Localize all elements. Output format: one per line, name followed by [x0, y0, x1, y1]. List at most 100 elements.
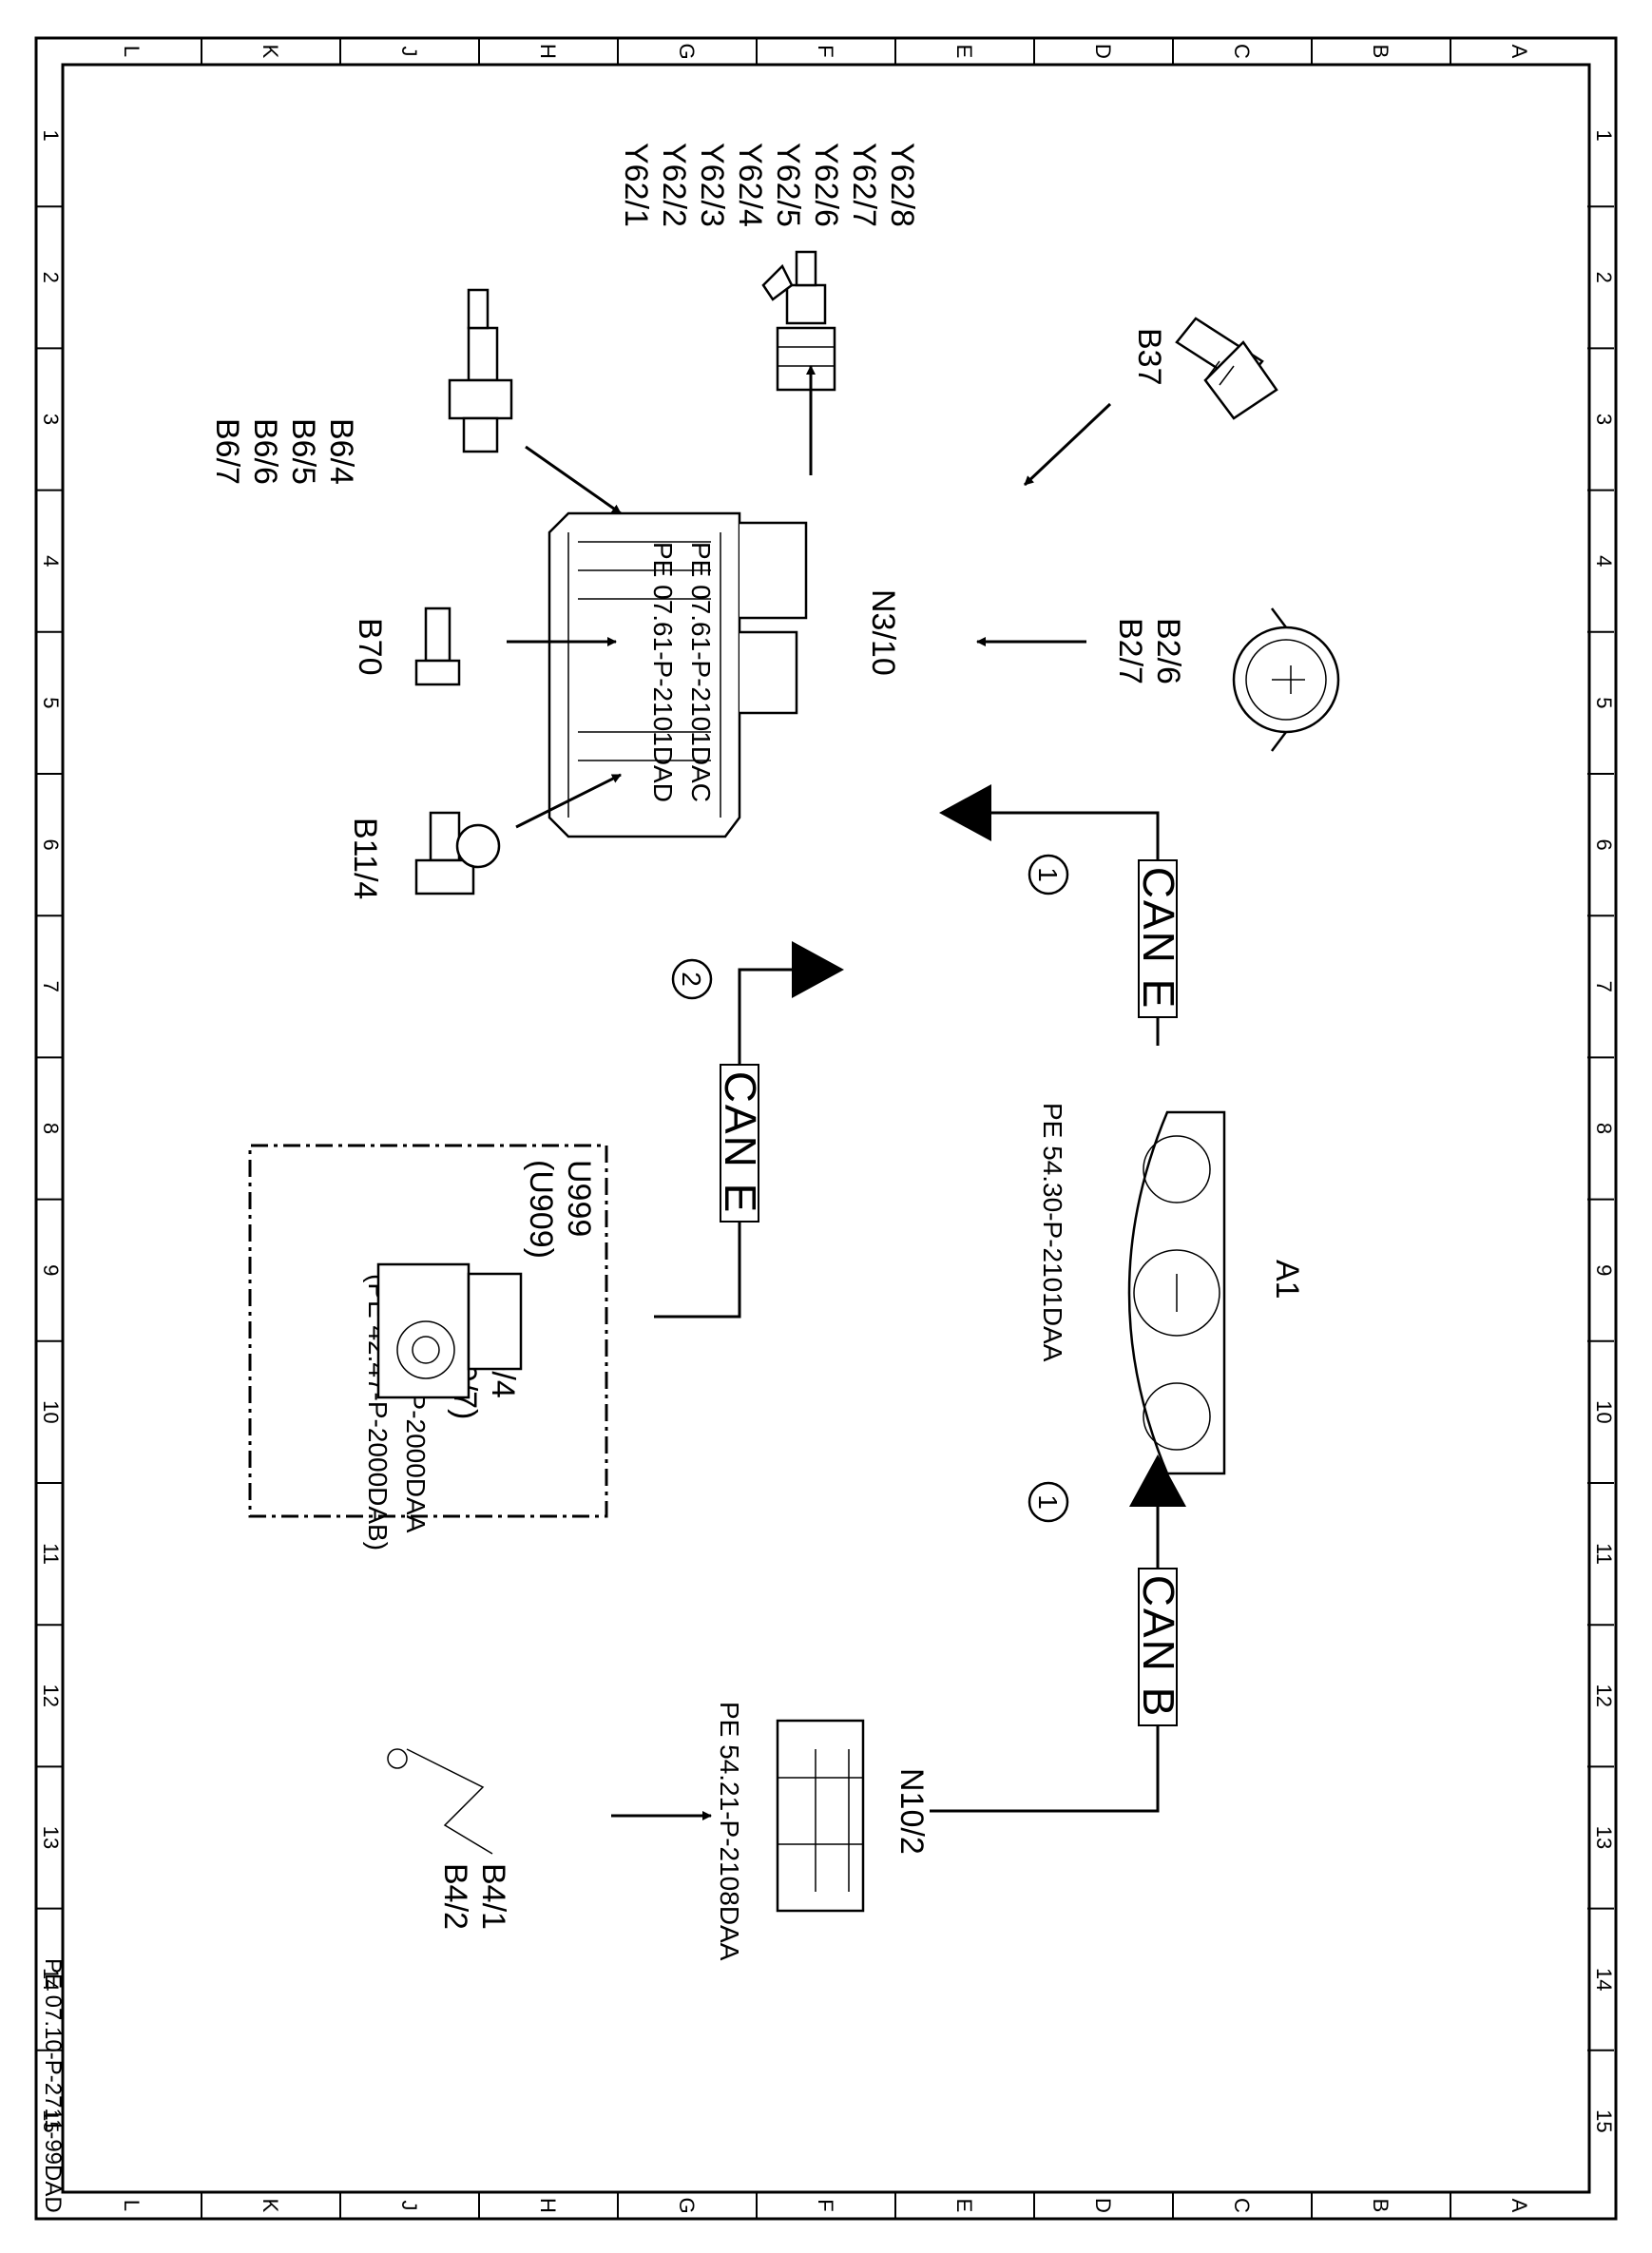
can-e-label-1: CAN E	[1134, 867, 1183, 1011]
can-e-line-a1	[987, 811, 1160, 1046]
esp-unit-icon	[376, 1262, 523, 1399]
grid-row-label: 9	[1592, 1264, 1616, 1276]
injector-code: Y62/2	[656, 143, 692, 227]
grid-column-label: K	[259, 2199, 282, 2213]
injector-code: Y62/5	[770, 143, 806, 227]
marker-circle-1	[1028, 854, 1069, 895]
grid-row-label: 7	[39, 981, 63, 992]
grid-column-label: G	[675, 2197, 699, 2213]
grid-column-label: H	[536, 2198, 560, 2213]
can-b-label: CAN B	[1134, 1575, 1183, 1719]
injector-code: Y62/3	[694, 143, 730, 227]
grid-column-label: E	[952, 2199, 976, 2213]
grid-column-label: B	[1369, 45, 1393, 59]
grid-row-label: 4	[1592, 555, 1616, 567]
injector-code: Y62/7	[846, 143, 882, 227]
grid-row-label: 5	[1592, 697, 1616, 708]
can-b-arrowhead	[1129, 1454, 1186, 1507]
esp-code: U999	[561, 1160, 597, 1237]
outer-frame	[34, 36, 1618, 2221]
grid-row-label: 12	[39, 1685, 63, 1707]
grid-row-label: 11	[1592, 1543, 1616, 1565]
grid-row-label: 3	[1592, 414, 1616, 425]
grid-row-label: 7	[1592, 981, 1616, 992]
grid-row-label: 11	[39, 1543, 63, 1565]
grid-column-label: C	[1230, 2198, 1254, 2213]
ecu-ref-line-1: PE 07.61-P-2101DAC	[686, 542, 716, 802]
grid-column-label: F	[814, 2199, 837, 2211]
instrument-cluster-icon	[1127, 1110, 1226, 1475]
grid-row-label: 8	[39, 1123, 63, 1134]
grid-row-label: 14	[1592, 1968, 1616, 1991]
cluster-code: A1	[1269, 1260, 1305, 1300]
injector-code: Y62/4	[732, 143, 768, 227]
fuel-level-sensor-icon	[387, 1748, 493, 1855]
marker-3: 1	[1033, 1494, 1063, 1510]
grid-column-label: D	[1091, 44, 1115, 59]
grid-row-label: 15	[1592, 2109, 1616, 2132]
camshaft-code: B6/4	[323, 418, 359, 485]
can-e-label-2: CAN E	[716, 1071, 765, 1215]
grid-row-label: 9	[39, 1264, 63, 1276]
ecu-code: N3/10	[865, 589, 901, 676]
can-b-line	[930, 1502, 1160, 1813]
coolant-sensor-icon	[414, 811, 501, 895]
arrow-from-coolant	[515, 773, 622, 829]
grid-column-label: A	[1508, 2199, 1531, 2213]
document-number: PE 07.10-P-2711-99DAD	[40, 1958, 66, 2213]
sam-ref: PE 54.21-P-2108DAA	[715, 1702, 744, 1961]
grid-row-label: 1	[1592, 129, 1616, 141]
grid-row-label: 6	[1592, 838, 1616, 850]
can-e-arrowhead-2	[792, 941, 844, 998]
grid-row-label: 13	[39, 1826, 63, 1849]
grid-column-label: B	[1369, 2199, 1393, 2213]
can-e-label-box-1	[1138, 859, 1178, 1018]
arrow-from-pedal	[1023, 402, 1112, 487]
ecu-ref-line-2: PE 07.61-P-2101DAD	[648, 542, 678, 802]
grid-column-label: A	[1508, 45, 1531, 59]
grid-row-label: 4	[39, 555, 63, 567]
grid-column-label: C	[1230, 44, 1254, 59]
grid-row-label: 2	[1592, 272, 1616, 283]
camshaft-sensor-icon	[448, 288, 513, 453]
grid-column-label: F	[814, 45, 837, 57]
crankshaft-code: B70	[352, 618, 388, 676]
grid-row-label: 14	[39, 1968, 63, 1991]
pedal-code: B37	[1131, 328, 1167, 386]
fuel-level-code-1: B4/1	[475, 1863, 511, 1930]
grid-row-label: 3	[39, 414, 63, 425]
grid-column-label: L	[120, 2200, 144, 2211]
camshaft-code: B6/6	[247, 418, 283, 485]
grid-row-label: 15	[39, 2109, 63, 2132]
grid-column-label: J	[397, 2201, 421, 2211]
grid-row-label: 13	[1592, 1826, 1616, 1849]
grid-row-label: 6	[39, 838, 63, 850]
camshaft-codes: B6/4 B6/5 B6/6 B6/7	[209, 418, 359, 485]
maf-code-2: B2/7	[1112, 618, 1148, 684]
grid-row-label: 1	[39, 129, 63, 141]
injector-codes: Y62/1 Y62/2 Y62/3 Y62/4 Y62/5 Y62/6 Y62/…	[618, 143, 920, 227]
grid-row-label: 10	[1592, 1400, 1616, 1423]
injector-code: Y62/8	[884, 143, 920, 227]
injector-code: Y62/6	[808, 143, 844, 227]
ecu-ref-block: PE 07.61-P-2101DAC PE 07.61-P-2101DAD	[648, 542, 716, 802]
grid-column-label: K	[259, 45, 282, 59]
marker-circle-3	[1028, 1481, 1069, 1523]
marker-1: 1	[1033, 867, 1063, 882]
ecu-n3-10-icon	[547, 511, 808, 838]
esp-dashed-box	[248, 1144, 608, 1518]
can-e-label-box-2	[720, 1064, 759, 1223]
marker-circle-2	[671, 958, 713, 1000]
grid-row-label: 10	[39, 1400, 63, 1423]
grid-row-label: 2	[39, 272, 63, 283]
inner-frame	[61, 63, 1591, 2194]
sam-module-icon	[776, 1719, 865, 1913]
can-e-arrowhead-1	[939, 784, 991, 841]
marker-2: 2	[677, 972, 706, 987]
grid-row-label: 5	[39, 697, 63, 708]
grid-column-label: G	[675, 43, 699, 59]
coolant-code: B11/4	[347, 818, 383, 899]
grid-row-label: 8	[1592, 1123, 1616, 1134]
can-b-label-box	[1138, 1568, 1178, 1726]
